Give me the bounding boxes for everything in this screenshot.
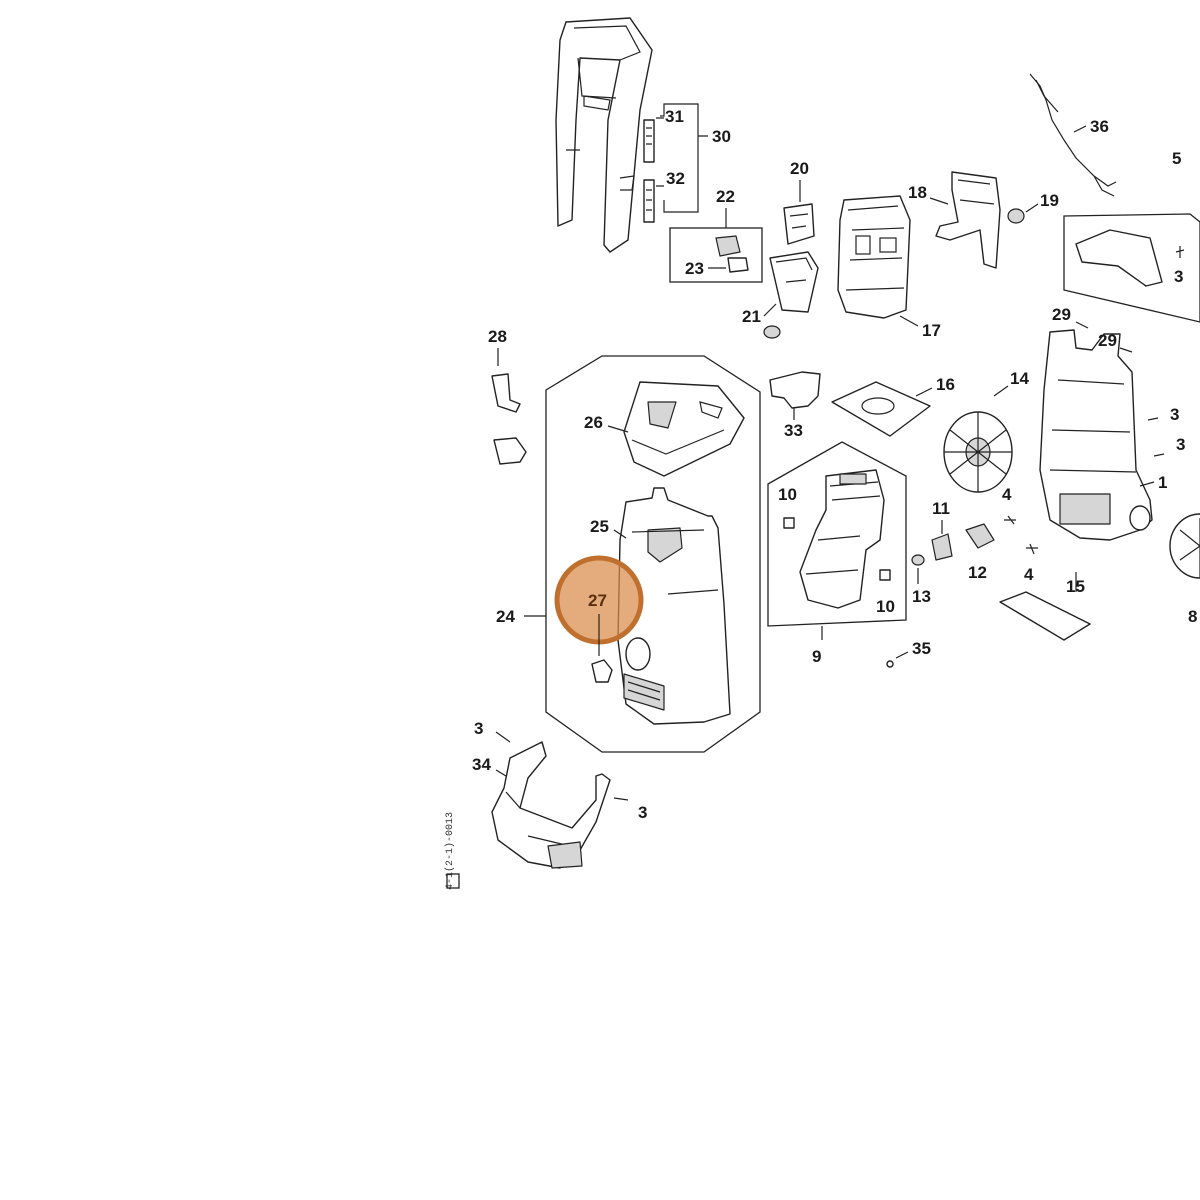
label-24: 24 [496,607,515,626]
group-box-22 [669,227,763,283]
label-4-b: 4 [1024,565,1034,584]
label-4-a: 4 [1002,485,1012,504]
label-34: 34 [472,755,491,774]
label-sticker-upper[interactable] [643,119,655,163]
knob-part[interactable] [591,659,613,683]
label-17: 17 [922,321,941,340]
fan-wheel-part[interactable] [943,411,1013,493]
label-35: 35 [912,639,931,658]
pin-part[interactable] [886,660,894,668]
fitting-12-part[interactable] [965,523,995,549]
label-9: 9 [812,647,821,666]
switch-part[interactable] [715,235,749,273]
label-13: 13 [912,587,931,606]
motor-pump-assembly-part[interactable] [799,469,885,609]
label-28: 28 [488,327,507,346]
main-frame-part[interactable] [1039,329,1153,541]
screw-3-c[interactable] [1153,453,1165,457]
pump-housing-part[interactable] [837,195,911,319]
group-box-9 [767,441,907,627]
fitting-11-part[interactable] [931,533,953,561]
label-27: 27 [588,591,607,610]
screw-4-upper[interactable] [1004,515,1016,525]
small-plug-part[interactable] [763,325,781,339]
label-sticker-lower[interactable] [643,179,655,223]
side-code-box [446,873,460,889]
screw-29-a[interactable] [1075,321,1089,329]
label-15: 15 [1066,577,1085,596]
label-23: 23 [685,259,704,278]
label-1: 1 [1158,473,1167,492]
label-3-d: 3 [474,719,483,738]
hose-holder-part[interactable] [935,171,1001,269]
holder-bracket-part[interactable] [769,371,821,409]
power-cable-part[interactable] [1029,73,1117,197]
fitting-13-part[interactable] [911,554,925,566]
bracket-30 [660,103,699,213]
label-29-b: 29 [1098,331,1117,350]
label-11: 11 [932,499,950,518]
wand-holder-part[interactable] [1075,229,1163,287]
bracket-plate-part[interactable] [783,203,815,245]
label-19: 19 [1040,191,1059,210]
label-8: 8 [1188,607,1197,626]
label-18: 18 [908,183,927,202]
label-22: 22 [716,187,735,206]
label-3-e: 3 [638,803,647,822]
group-box-5 [1063,213,1200,323]
label-3-c: 3 [1176,435,1185,454]
label-33: 33 [784,421,803,440]
screw-29-b[interactable] [1119,347,1133,353]
label-12: 12 [968,563,987,582]
gasket-part[interactable] [831,381,931,437]
label-5: 5 [1172,149,1181,168]
base-stand-part[interactable] [491,741,611,869]
label-3-b: 3 [1170,405,1179,424]
screw-3-e[interactable] [613,797,629,801]
top-cover-part[interactable] [623,381,745,477]
label-29-a: 29 [1052,305,1071,324]
clip-part[interactable] [491,373,527,465]
label-25: 25 [590,517,609,536]
nozzle-fitting-part[interactable] [1007,208,1025,224]
label-16: 16 [936,375,955,394]
label-30: 30 [712,127,731,146]
handle-part[interactable] [555,17,653,253]
front-housing-part[interactable] [617,487,731,725]
screw-3-d[interactable] [495,731,511,743]
wheel-part[interactable] [1169,513,1200,579]
screw-3-b[interactable] [1147,417,1159,421]
label-3-a: 3 [1174,267,1183,286]
label-32: 32 [666,169,685,188]
cap-part-upper[interactable] [783,517,795,529]
side-code-text: 4-1(2-1)-0013 [444,812,456,890]
label-14: 14 [1010,369,1029,388]
label-31: 31 [665,107,684,126]
screw-3-a[interactable] [1175,246,1185,258]
label-10-a: 10 [778,485,797,504]
group-box-24 [545,355,761,753]
label-10-b: 10 [876,597,895,616]
label-20: 20 [790,159,809,178]
cap-part-lower[interactable] [879,569,891,581]
label-36: 36 [1090,117,1109,136]
label-21: 21 [742,307,761,326]
base-pad-part[interactable] [999,591,1091,641]
screw-4-lower[interactable] [1026,543,1038,555]
housing-tray-part[interactable] [769,251,819,313]
label-26: 26 [584,413,603,432]
